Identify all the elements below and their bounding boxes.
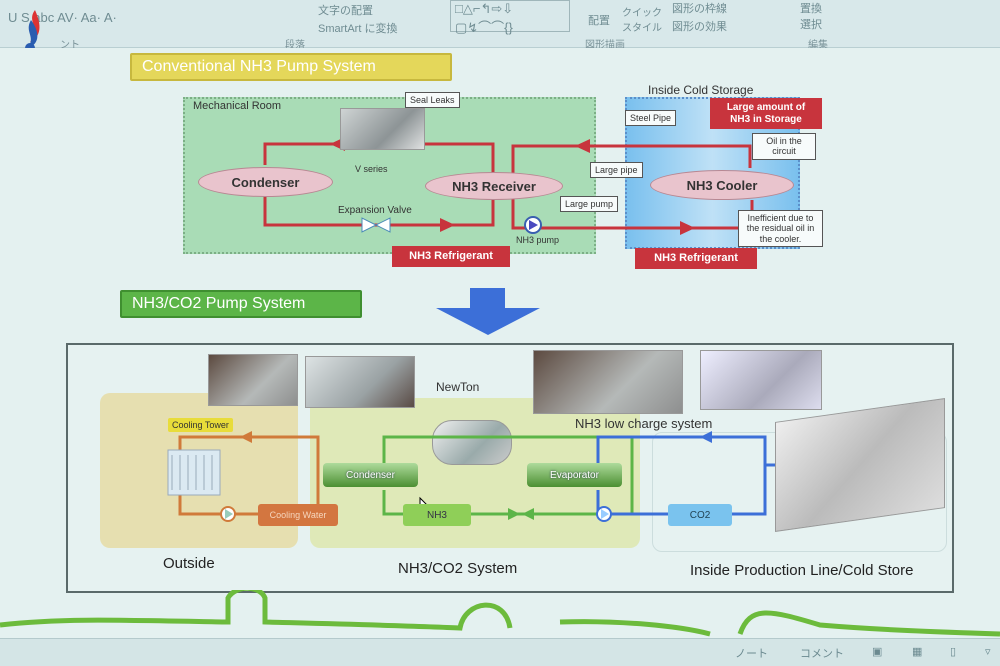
system-label: NH3/CO2 System bbox=[398, 560, 518, 577]
evaporator-box: Evaporator bbox=[527, 463, 622, 487]
newton-unit-image bbox=[208, 354, 298, 406]
large-amount-badge: Large amount of NH3 in Storage bbox=[710, 98, 822, 129]
pipe-top-right bbox=[511, 144, 752, 178]
slide-sorter-icon[interactable]: ▦ bbox=[912, 646, 923, 658]
pump-icon bbox=[596, 506, 612, 522]
normal-view-icon[interactable]: ▣ bbox=[872, 646, 883, 658]
seal-leaks-callout: Seal Leaks bbox=[405, 92, 460, 109]
reading-view-icon[interactable]: ▯ bbox=[950, 646, 957, 658]
editing-group-label: 編集 bbox=[808, 40, 828, 51]
low-charge-image bbox=[533, 350, 683, 414]
shape-effects-button[interactable]: 図形の効果 bbox=[672, 21, 727, 33]
cooling-water-box: Cooling Water bbox=[258, 504, 338, 526]
facility-image bbox=[700, 350, 822, 410]
nh3-receiver-node: NH3 Receiver bbox=[425, 172, 563, 200]
condenser-box: Condenser bbox=[323, 463, 418, 487]
font-group-label: ント bbox=[60, 40, 80, 51]
nh3-box: NH3 bbox=[403, 504, 471, 526]
flow-arrow bbox=[522, 508, 534, 520]
notes-button[interactable]: ノート bbox=[735, 648, 768, 660]
co2-loop bbox=[596, 435, 767, 516]
slideshow-icon[interactable]: ▿ bbox=[985, 646, 991, 658]
flow-arrow bbox=[240, 431, 252, 443]
nh3co2-title: NH3/CO2 Pump System bbox=[120, 290, 362, 318]
nh3-refrigerant-badge: NH3 Refrigerant bbox=[392, 246, 510, 267]
comments-button[interactable]: コメント bbox=[800, 648, 844, 660]
text-align-button[interactable]: 文字の配置 bbox=[318, 5, 373, 17]
cooling-tower-icon bbox=[167, 449, 221, 496]
inside-production-label: Inside Production Line/Cold Store bbox=[690, 562, 914, 579]
paragraph-group-label: 段落 bbox=[285, 40, 305, 51]
nh3-pump-label: NH3 pump bbox=[516, 235, 560, 245]
nh3-refrigerant-badge: NH3 Refrigerant bbox=[635, 248, 757, 269]
pump-icon bbox=[524, 216, 542, 234]
compressor-image bbox=[340, 108, 425, 150]
flow-arrow bbox=[700, 431, 712, 443]
expansion-valve-label: Expansion Valve bbox=[338, 205, 412, 216]
ribbon: ント U S abc AV· Aa· A· 文字の配置 SmartArt に変換… bbox=[0, 0, 1000, 53]
status-bar: ノート コメント ▣ ▦ ▯ ▿ bbox=[0, 638, 1000, 666]
flow-arrow bbox=[508, 508, 520, 520]
inefficient-callout: Inefficient due to the residual oil in t… bbox=[738, 210, 823, 248]
down-arrow-icon bbox=[436, 288, 540, 335]
arrange-button[interactable]: 配置 bbox=[588, 15, 610, 27]
quick-style-button[interactable]: クイック スタイル bbox=[622, 8, 662, 34]
v-series-label: V series bbox=[355, 164, 388, 174]
outside-label: Outside bbox=[163, 555, 215, 572]
steel-pipe-callout: Steel Pipe bbox=[625, 110, 677, 127]
nh3-loop bbox=[382, 435, 634, 516]
oil-circuit-callout: Oil in the circuit bbox=[752, 133, 816, 160]
large-pipe-callout: Large pipe bbox=[590, 162, 643, 179]
newton-unit-image bbox=[305, 356, 415, 408]
shapes-gallery[interactable]: □△⌐↰⇨⇩▢↯⌒⌒{} bbox=[450, 0, 570, 35]
newton-label: NewTon bbox=[436, 380, 480, 394]
cooling-tower-label: Cooling Tower bbox=[168, 418, 233, 432]
flow-arrow bbox=[680, 221, 695, 235]
cooling-water-loop bbox=[178, 435, 320, 516]
smartart-button[interactable]: SmartArt に変換 bbox=[318, 23, 398, 35]
flow-arrow bbox=[575, 139, 590, 153]
shape-outline-button[interactable]: 図形の枠線 bbox=[672, 3, 727, 15]
low-charge-label: NH3 low charge system bbox=[575, 416, 713, 431]
replace-button[interactable]: 置換 bbox=[800, 3, 822, 15]
drawing-group-label: 図形描画 bbox=[585, 40, 625, 51]
mechanical-room-label: Mechanical Room bbox=[193, 100, 282, 112]
pump-icon bbox=[220, 506, 236, 522]
decorative-footer-line bbox=[0, 590, 1000, 637]
cold-storage-label: Inside Cold Storage bbox=[648, 83, 754, 97]
condenser-node: Condenser bbox=[198, 167, 333, 197]
large-pump-callout: Large pump bbox=[560, 196, 619, 213]
nh3-cooler-node: NH3 Cooler bbox=[650, 170, 794, 200]
flow-arrow bbox=[440, 218, 455, 232]
compressor-image bbox=[432, 420, 512, 465]
select-button[interactable]: 選択 bbox=[800, 19, 822, 31]
co2-box: CO2 bbox=[668, 504, 732, 526]
expansion-valve-icon bbox=[361, 217, 391, 233]
conventional-title: Conventional NH3 Pump System bbox=[130, 53, 452, 81]
